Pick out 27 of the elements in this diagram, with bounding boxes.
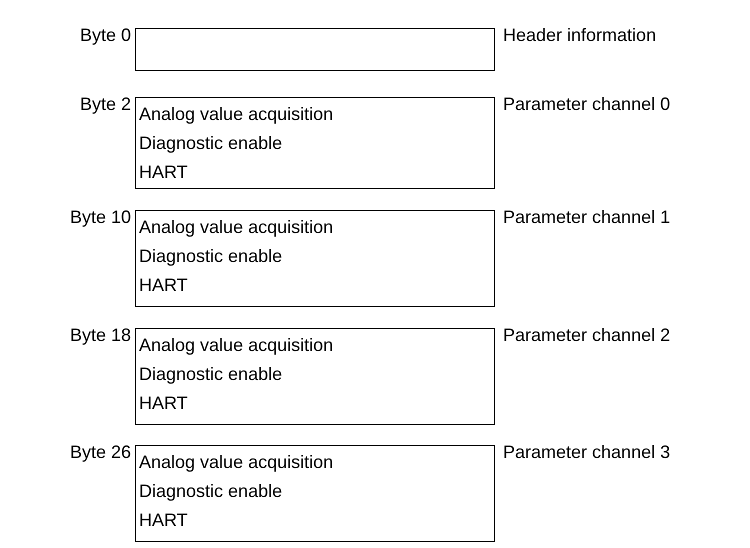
field-box <box>135 97 495 189</box>
field-box <box>135 445 495 542</box>
section-label: Parameter channel 0 <box>503 93 670 115</box>
field-text: Diagnostic enable <box>139 480 284 503</box>
section-label: Parameter channel 2 <box>503 324 670 346</box>
field-text: Analog value acquisition <box>139 103 334 126</box>
field-box <box>135 28 495 71</box>
field-text: HART <box>139 509 189 532</box>
field-text: Diagnostic enable <box>139 132 284 155</box>
byte-offset-label: Byte 0 <box>80 24 131 46</box>
field-text: Diagnostic enable <box>139 363 284 386</box>
field-text: Analog value acquisition <box>139 334 334 357</box>
byte-offset-label: Byte 2 <box>80 93 131 115</box>
field-text: Analog value acquisition <box>139 451 334 474</box>
section-label: Parameter channel 3 <box>503 441 670 463</box>
section-label: Header information <box>503 24 656 46</box>
field-text: HART <box>139 161 189 184</box>
byte-offset-label: Byte 26 <box>70 441 131 463</box>
field-text: HART <box>139 274 189 297</box>
section-label: Parameter channel 1 <box>503 206 670 228</box>
field-box <box>135 328 495 425</box>
field-text: HART <box>139 392 189 415</box>
field-text: Analog value acquisition <box>139 216 334 239</box>
byte-offset-label: Byte 18 <box>70 324 131 346</box>
byte-offset-label: Byte 10 <box>70 206 131 228</box>
field-box <box>135 210 495 307</box>
field-text: Diagnostic enable <box>139 245 284 268</box>
